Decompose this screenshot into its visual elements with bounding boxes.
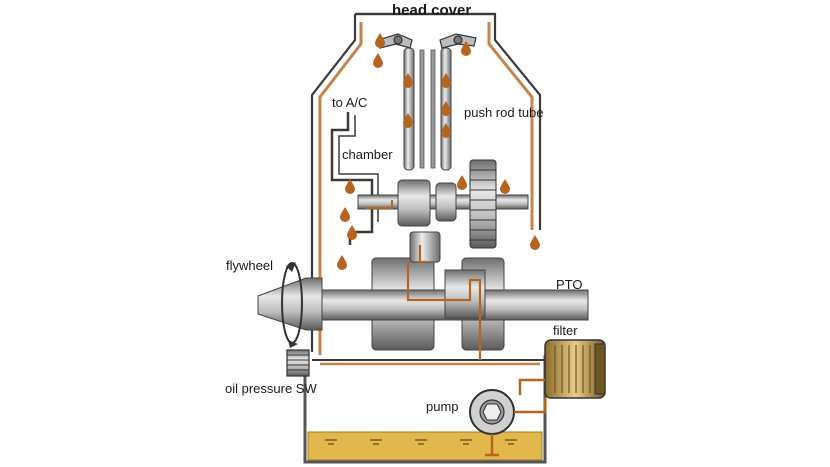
label-pto: PTO [556, 277, 583, 292]
pump-pickup [485, 398, 547, 457]
label-flywheel: flywheel [226, 258, 273, 273]
label-push-rod-tube: push rod tube [464, 105, 544, 120]
oil-level [307, 431, 543, 461]
label-filter: filter [553, 323, 578, 338]
oil-filter [544, 339, 606, 399]
crankshaft [321, 231, 589, 351]
label-oil-pressure-sw: oil pressure SW [225, 381, 317, 396]
oil-line-left [318, 22, 363, 355]
label-head-cover: head cover [392, 2, 472, 19]
label-to-ac: to A/C [332, 95, 368, 110]
label-chamber: chamber [342, 147, 393, 162]
oil-pump [469, 389, 515, 435]
flywheel-body [257, 277, 323, 331]
oil-surface-marks [325, 439, 517, 445]
crank-oil-path [406, 245, 482, 360]
label-pump: pump [426, 399, 459, 414]
rocker-arms [377, 33, 477, 49]
oil-line-right [487, 22, 534, 230]
oil-pressure-switch [286, 349, 310, 377]
camshaft [357, 159, 529, 249]
